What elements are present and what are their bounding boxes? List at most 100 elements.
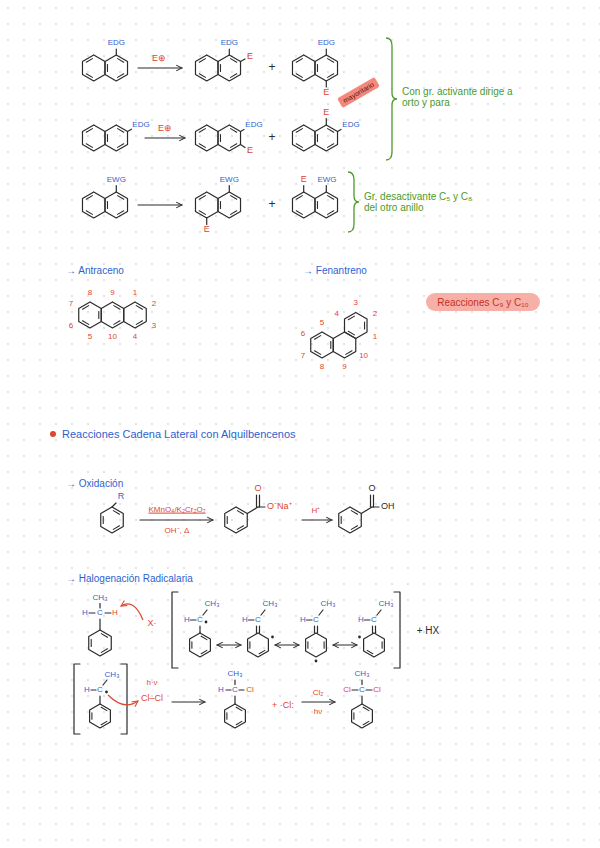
bond-line xyxy=(99,604,100,609)
double-bond xyxy=(296,211,302,215)
double-bond xyxy=(364,322,365,329)
ring-bond xyxy=(218,192,241,218)
atom-label: H xyxy=(218,686,224,695)
double-bond xyxy=(382,642,383,649)
bond-line xyxy=(89,612,95,613)
double-bond xyxy=(227,516,228,523)
ring-bond xyxy=(292,125,315,151)
note-text: Con gr. activante dirige a orto y para xyxy=(402,86,517,108)
bond-line xyxy=(91,689,96,690)
group-label: EDG xyxy=(132,121,149,130)
reagent-label: Cl–Cl xyxy=(141,694,163,704)
bond-line xyxy=(365,619,371,620)
double-bond xyxy=(348,316,354,320)
ring-bond xyxy=(89,630,112,656)
bond-line xyxy=(241,59,246,62)
ring-bond xyxy=(218,125,241,151)
substituent-label: E xyxy=(247,52,253,62)
ring-bond xyxy=(124,302,147,328)
group-label: EWG xyxy=(317,176,336,185)
locant-number: 10 xyxy=(359,352,368,361)
atom-label: Cl xyxy=(373,686,381,695)
ring-bond xyxy=(195,55,218,81)
double-bond xyxy=(86,211,92,215)
bond-line xyxy=(256,495,257,507)
curly-bracket xyxy=(386,38,397,160)
bond-line xyxy=(326,119,327,126)
double-bond xyxy=(231,74,237,78)
double-bond xyxy=(328,144,334,148)
reaction-arrow xyxy=(138,67,182,68)
group-label: EWG xyxy=(220,176,239,185)
bond-line xyxy=(303,186,304,193)
double-bond xyxy=(220,201,221,208)
atom-label: C xyxy=(371,616,377,625)
double-bond xyxy=(328,74,334,78)
ring-bond xyxy=(105,125,128,151)
locant-number: 4 xyxy=(334,310,338,319)
section-heading: Reacciones Cadena Lateral con Alquilbenc… xyxy=(62,428,296,440)
locant-number: 3 xyxy=(152,322,156,331)
double-bond xyxy=(107,134,108,141)
double-bond xyxy=(86,129,92,133)
ring-bond xyxy=(352,704,373,728)
atom-label: C xyxy=(313,616,319,625)
reagent-label: OH⁻, Δ xyxy=(165,527,190,536)
double-bond xyxy=(328,129,334,133)
ring-bond xyxy=(190,633,211,657)
bond-line xyxy=(361,507,372,514)
reagent-label: hν xyxy=(314,708,322,717)
bond-line xyxy=(116,49,117,55)
double-bond xyxy=(191,642,192,649)
bond-line xyxy=(338,130,342,132)
double-bond xyxy=(324,642,325,649)
bond-line xyxy=(234,696,235,704)
ring-bond xyxy=(225,704,246,728)
double-bond xyxy=(101,649,107,653)
ring-bond xyxy=(292,192,315,218)
bond-line xyxy=(258,506,265,507)
subsection-heading: → Halogenación Radicalaria xyxy=(66,573,193,584)
locant-number: 3 xyxy=(354,299,358,308)
locant-number: 2 xyxy=(152,300,156,309)
substituent-label: E xyxy=(323,108,329,118)
substituent-label: E xyxy=(323,88,329,98)
bond-line xyxy=(226,689,231,690)
bond-line xyxy=(366,689,372,690)
bond-line xyxy=(105,612,111,613)
ring-bond xyxy=(101,302,124,328)
double-bond xyxy=(231,129,237,133)
radical-dot xyxy=(205,621,208,624)
plus-sign: + xyxy=(268,131,275,144)
atom-label: C xyxy=(97,686,103,695)
double-bond xyxy=(118,211,124,215)
double-bond xyxy=(226,713,227,720)
subsection-heading: → Oxidación xyxy=(66,478,123,489)
locant-number: 5 xyxy=(320,318,324,327)
bond-line xyxy=(361,696,362,704)
ring-bond xyxy=(105,192,128,218)
double-bond xyxy=(346,351,352,355)
atom-label: H xyxy=(82,609,88,618)
double-bond xyxy=(118,74,124,78)
atom-label: H xyxy=(84,686,90,695)
locant-number: 9 xyxy=(342,363,346,372)
double-bond xyxy=(296,196,302,200)
double-bond xyxy=(315,351,321,355)
locant-number: 5 xyxy=(88,333,92,342)
double-bond xyxy=(367,650,373,653)
bond-line xyxy=(191,619,197,620)
reaction-arrow xyxy=(138,204,182,205)
double-bond xyxy=(107,201,108,208)
bond-line xyxy=(261,610,265,615)
double-bond xyxy=(114,306,120,310)
double-bond xyxy=(83,321,89,325)
atom-label: OH xyxy=(381,502,395,512)
double-bond xyxy=(86,196,92,200)
double-bond xyxy=(231,59,237,63)
double-bond xyxy=(237,511,243,515)
double-bond xyxy=(348,331,354,335)
double-bond xyxy=(86,59,92,63)
atom-label: O xyxy=(368,484,375,494)
double-bond xyxy=(259,650,265,653)
